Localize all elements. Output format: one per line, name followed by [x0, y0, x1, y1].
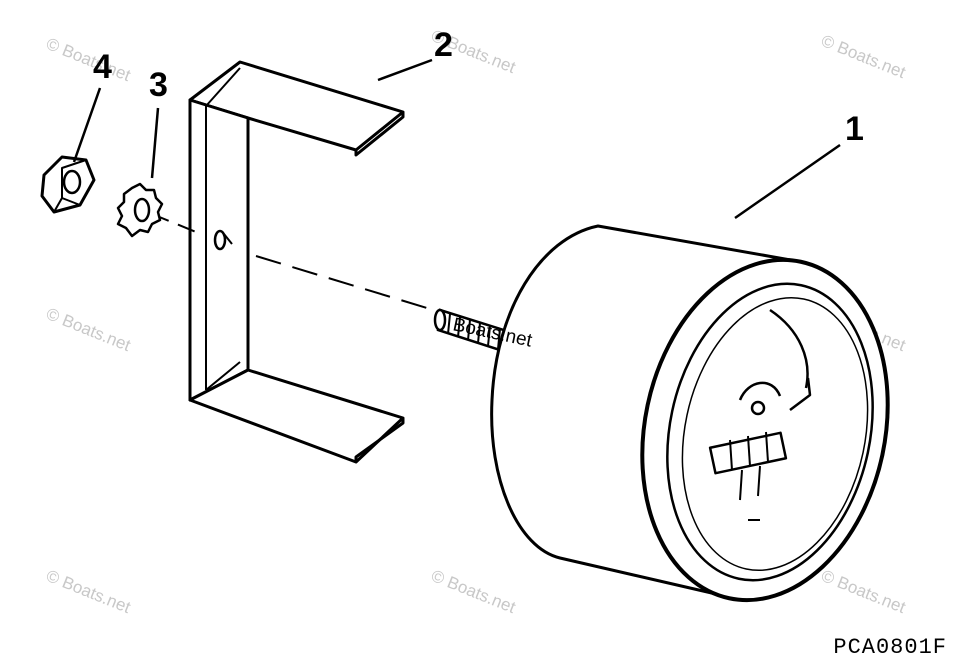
leader-lines	[72, 58, 841, 220]
lock-washer	[116, 182, 164, 238]
callout-1: 1	[845, 110, 864, 148]
watermark: © Boats.net	[429, 566, 519, 617]
leader-line-3	[150, 107, 160, 179]
watermark: © Boats.net	[44, 34, 134, 85]
watermark: © Boats.net	[819, 566, 909, 617]
callout-4: 4	[93, 48, 112, 86]
leader-line-2	[377, 58, 433, 82]
callout-3: 3	[149, 66, 168, 104]
watermark: © Boats.net	[44, 304, 134, 355]
bracket	[188, 60, 405, 464]
watermark: © Boats.net	[819, 31, 909, 82]
leader-line-4	[72, 87, 102, 163]
leader-line-1	[734, 143, 841, 220]
callout-2: 2	[434, 26, 453, 64]
drawing-code: PCA0801F	[833, 635, 947, 660]
hex-nut	[40, 155, 96, 214]
gauge	[490, 224, 890, 603]
watermark: © Boats.net	[44, 566, 134, 617]
